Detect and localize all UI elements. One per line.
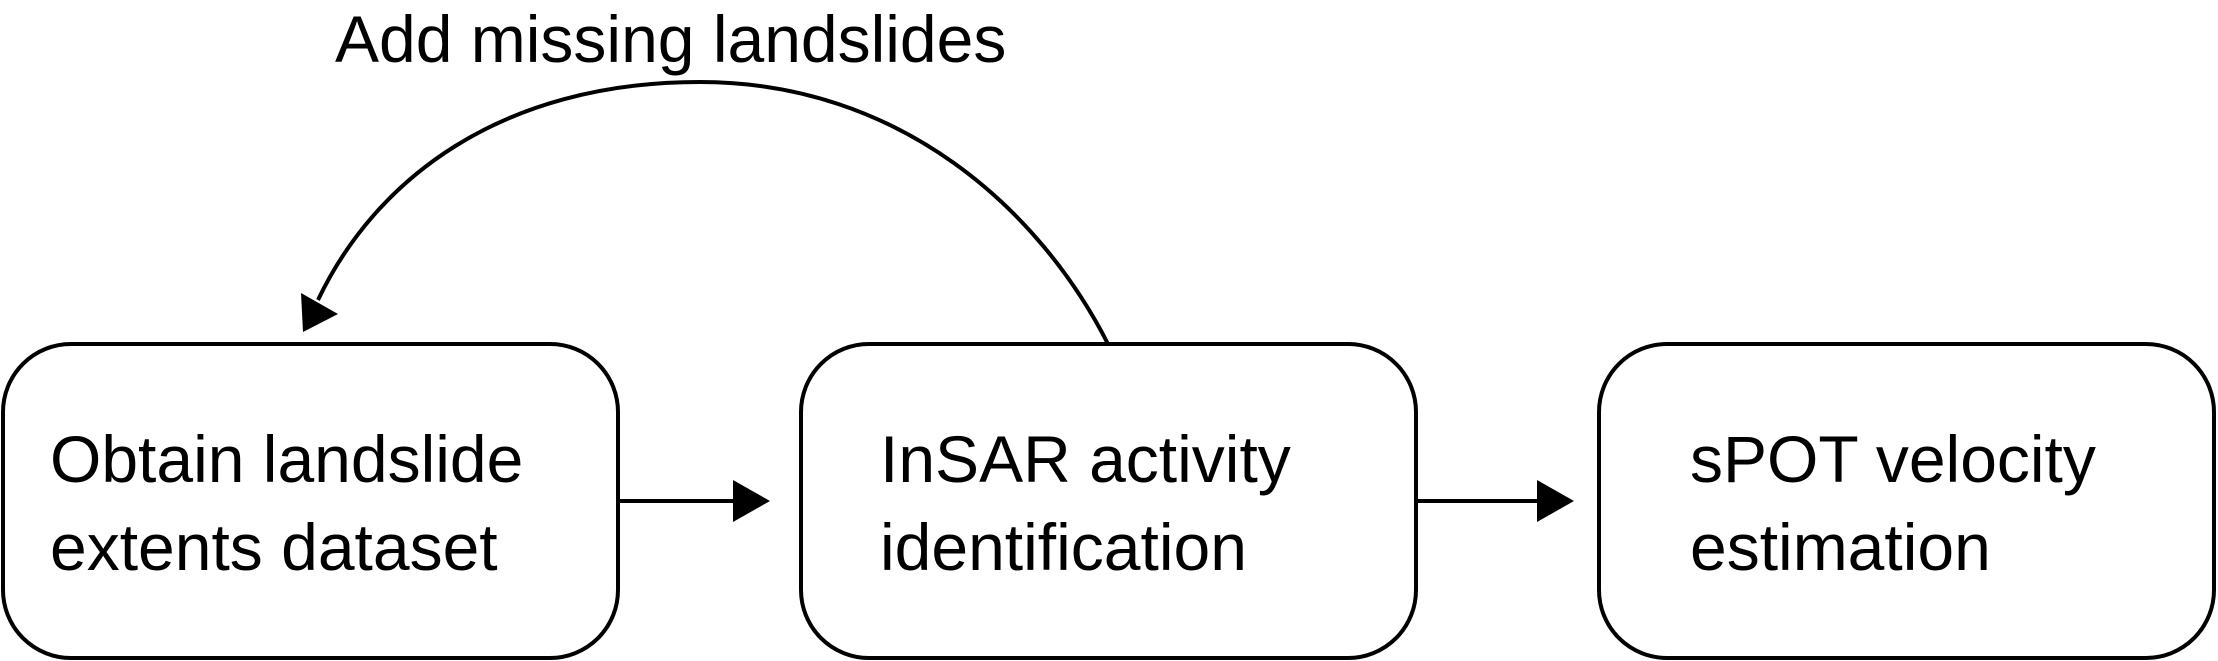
step-1-line-1: Obtain landslide [50,422,523,496]
step-box-2: InSAR activity identification [799,342,1418,660]
step-3-line-1: sPOT velocity [1690,422,2096,496]
step-2-line-1: InSAR activity [880,422,1291,496]
step-1-line-2: extents dataset [50,510,498,584]
step-2-line-2: identification [880,510,1247,584]
arrowhead-2-3 [1537,480,1574,522]
step-3-line-2: estimation [1690,510,1991,584]
step-box-1: Obtain landslide extents dataset [1,342,620,660]
loop-label: Add missing landslides [335,2,1006,76]
loop-connector [316,79,1110,345]
arrowhead-1-2 [733,480,770,522]
loop-arrowhead [301,293,338,332]
step-box-3: sPOT velocity estimation [1597,342,2216,660]
